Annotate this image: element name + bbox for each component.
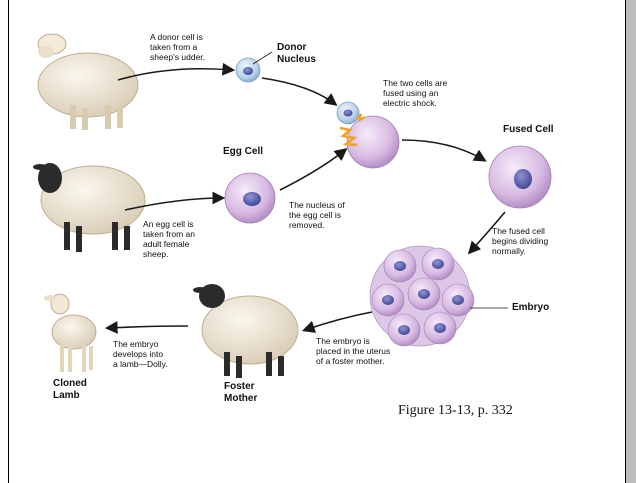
arrow-foster-to-lamb	[108, 326, 188, 328]
arrow-donor-to-fusion	[262, 78, 335, 104]
fused-cell	[489, 146, 551, 208]
arrow-embryo-to-foster	[305, 312, 372, 330]
donor-nucleus-leader	[253, 52, 272, 64]
fused-note-line: fused using an	[383, 88, 447, 98]
cloned-lamb-line: Lamb	[53, 390, 87, 402]
nucleus-removed-note-line: the egg cell is	[289, 210, 345, 220]
embryo-label: Embryo	[512, 302, 549, 314]
placed-note: The embryo is placed in the uterus of a …	[316, 336, 390, 366]
egg-note: An egg cell is taken from an adult femal…	[143, 219, 195, 259]
egg-cell	[225, 173, 275, 223]
donor-nucleus-line: Nucleus	[277, 54, 316, 66]
lamb-note-line: a lamb—Dolly.	[113, 359, 168, 369]
donor-nucleus-label: Donor Nucleus	[277, 42, 316, 66]
arrow-egg-to-fusion	[280, 150, 345, 190]
dividing-note-line: begins dividing	[492, 236, 548, 246]
embryo-cluster	[370, 246, 474, 346]
foster-mother-line: Foster	[224, 381, 257, 393]
egg-note-line: sheep.	[143, 249, 195, 259]
fused-note: The two cells are fused using an electri…	[383, 78, 447, 108]
egg-note-line: adult female	[143, 239, 195, 249]
placed-note-line: placed in the uterus	[316, 346, 390, 356]
donor-cell-note-line: taken from a	[150, 42, 205, 52]
cloned-lamb-line: Cloned	[53, 378, 87, 390]
donor-nucleus-line: Donor	[277, 42, 316, 54]
lamb-note: The embryo develops into a lamb—Dolly.	[113, 339, 168, 369]
fused-cell-label: Fused Cell	[503, 124, 554, 136]
egg-note-line: An egg cell is	[143, 219, 195, 229]
donor-sheep	[38, 34, 138, 130]
nucleus-removed-note-line: removed.	[289, 220, 345, 230]
placed-note-line: of a foster mother.	[316, 356, 390, 366]
dividing-note-line: The fused cell	[492, 226, 548, 236]
cloned-lamb	[44, 294, 96, 372]
foster-mother-label: Foster Mother	[224, 381, 257, 405]
arrow-fusion-to-fused-cell	[402, 140, 484, 160]
egg-cell-label: Egg Cell	[223, 146, 263, 158]
foster-mother-sheep	[193, 284, 298, 378]
donor-cell-note-line: sheep's udder.	[150, 52, 205, 62]
figure-caption: Figure 13-13, p. 332	[398, 403, 513, 419]
nucleus-removed-note: The nucleus of the egg cell is removed.	[289, 200, 345, 230]
egg-donor-sheep	[33, 163, 145, 252]
fused-note-line: electric shock.	[383, 98, 447, 108]
lamb-note-line: develops into	[113, 349, 168, 359]
donor-cell-note: A donor cell is taken from a sheep's udd…	[150, 32, 205, 62]
dividing-note-line: normally.	[492, 246, 548, 256]
donor-cell-note-line: A donor cell is	[150, 32, 205, 42]
placed-note-line: The embryo is	[316, 336, 390, 346]
fused-note-line: The two cells are	[383, 78, 447, 88]
cloned-lamb-label: Cloned Lamb	[53, 378, 87, 402]
nucleus-removed-note-line: The nucleus of	[289, 200, 345, 210]
foster-mother-line: Mother	[224, 393, 257, 405]
fusion-cells	[337, 102, 399, 168]
lamb-note-line: The embryo	[113, 339, 168, 349]
egg-note-line: taken from an	[143, 229, 195, 239]
dividing-note: The fused cell begins dividing normally.	[492, 226, 548, 256]
